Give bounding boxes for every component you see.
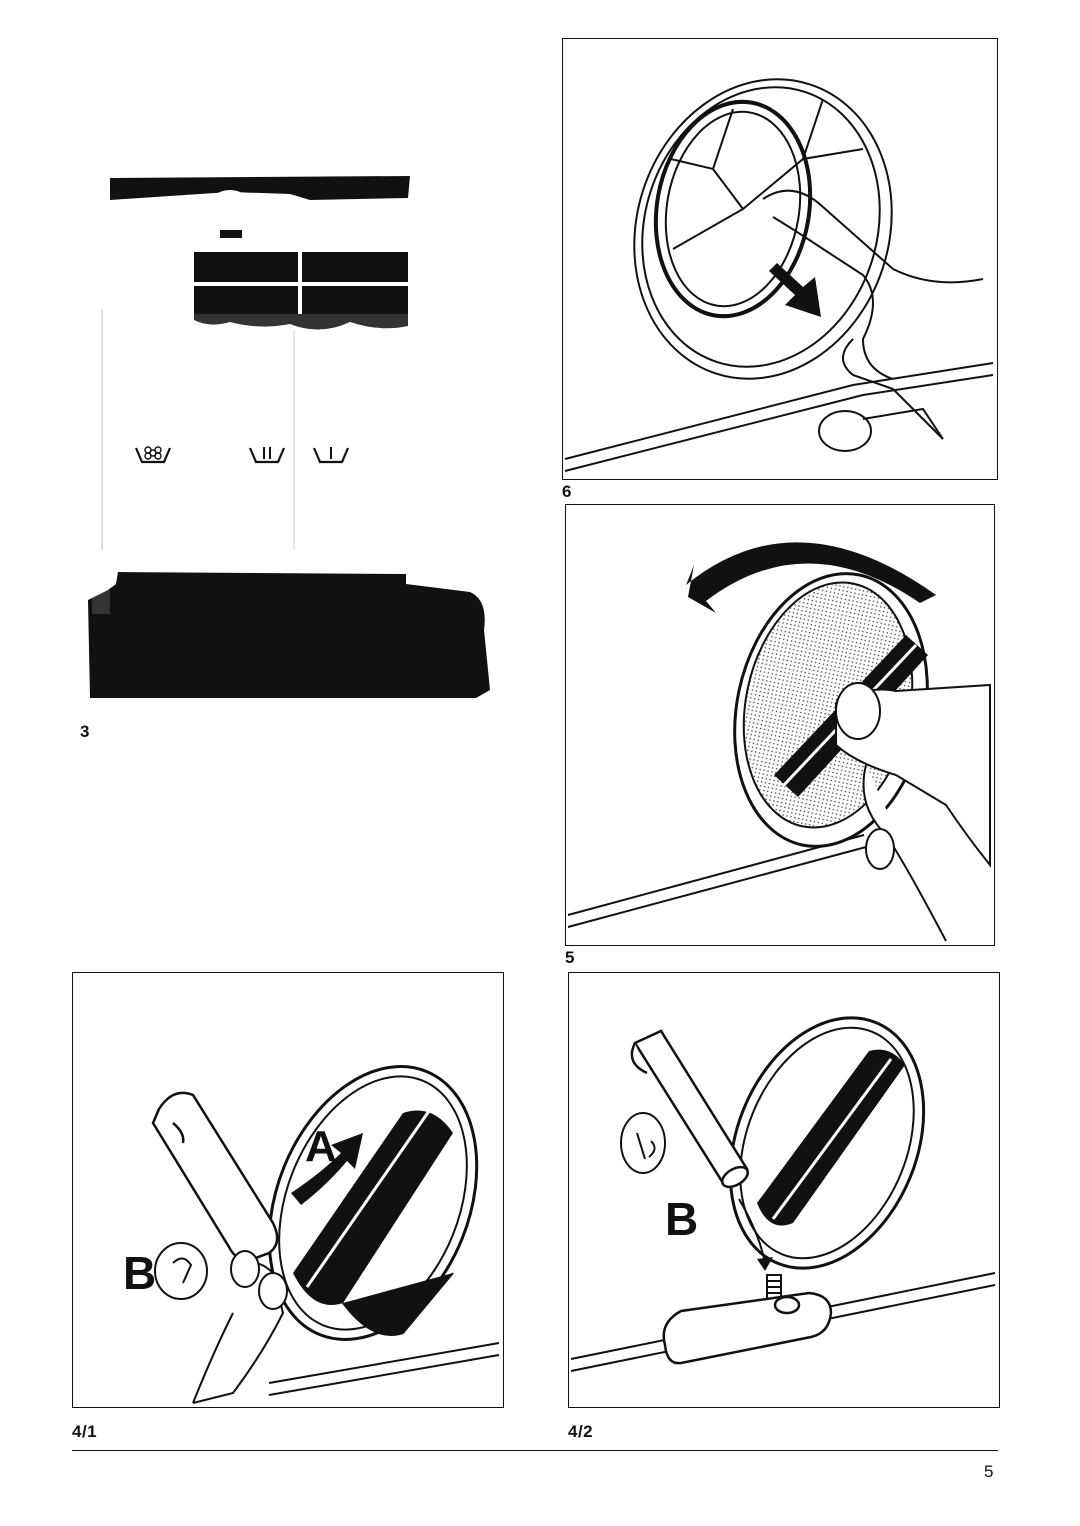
filter-cover-removal-illustration xyxy=(564,78,994,472)
figure-4-1-label: 4/1 xyxy=(72,1422,98,1441)
letter-a: A xyxy=(305,1122,337,1171)
figure-4-2-label: 4/2 xyxy=(568,1422,594,1441)
figure-5-frame xyxy=(565,504,995,946)
letter-b: B xyxy=(665,1193,698,1245)
figure-3-label: 3 xyxy=(80,722,90,741)
figure-4-1-frame: A B xyxy=(72,972,504,1408)
figure-4-2-frame: B xyxy=(568,972,1000,1408)
filter-cover-turning-illustration xyxy=(567,542,991,942)
letter-b: B xyxy=(123,1247,156,1299)
cover-unlock-illustration: A B xyxy=(123,1065,500,1404)
cover-lock-illustration: B xyxy=(570,1016,996,1372)
footer-rule xyxy=(72,1450,998,1451)
page-number: 5 xyxy=(984,1462,994,1481)
figure-5-label: 5 xyxy=(565,948,575,967)
detergent-drawer-illustration xyxy=(88,176,490,698)
figure-3 xyxy=(80,160,500,720)
figure-6-frame xyxy=(562,38,998,480)
flower-icon xyxy=(144,446,162,460)
figure-6-label: 6 xyxy=(562,482,572,501)
